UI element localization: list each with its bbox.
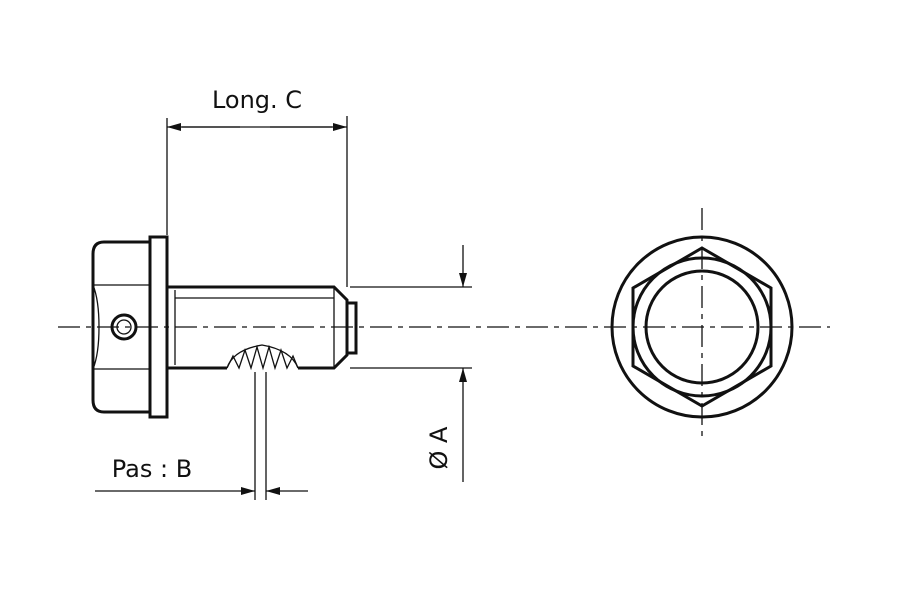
bolt-side-view — [91, 235, 358, 419]
length-dimension: Long. C — [166, 86, 348, 287]
bolt-head — [91, 240, 152, 414]
flange-circle — [610, 235, 794, 419]
diameter-label: Ø A — [425, 426, 453, 470]
pitch-dimension: Pas : B — [95, 372, 308, 500]
length-label: Long. C — [212, 86, 302, 114]
head-hole — [110, 313, 138, 341]
bolt-tip — [345, 301, 358, 355]
pitch-label: Pas : B — [112, 455, 192, 483]
bolt-end-view — [610, 235, 794, 419]
shank-circle — [644, 269, 760, 385]
diameter-dimension: Ø A — [350, 245, 472, 482]
hex-outline — [631, 246, 773, 408]
bolt-flange — [148, 235, 169, 419]
